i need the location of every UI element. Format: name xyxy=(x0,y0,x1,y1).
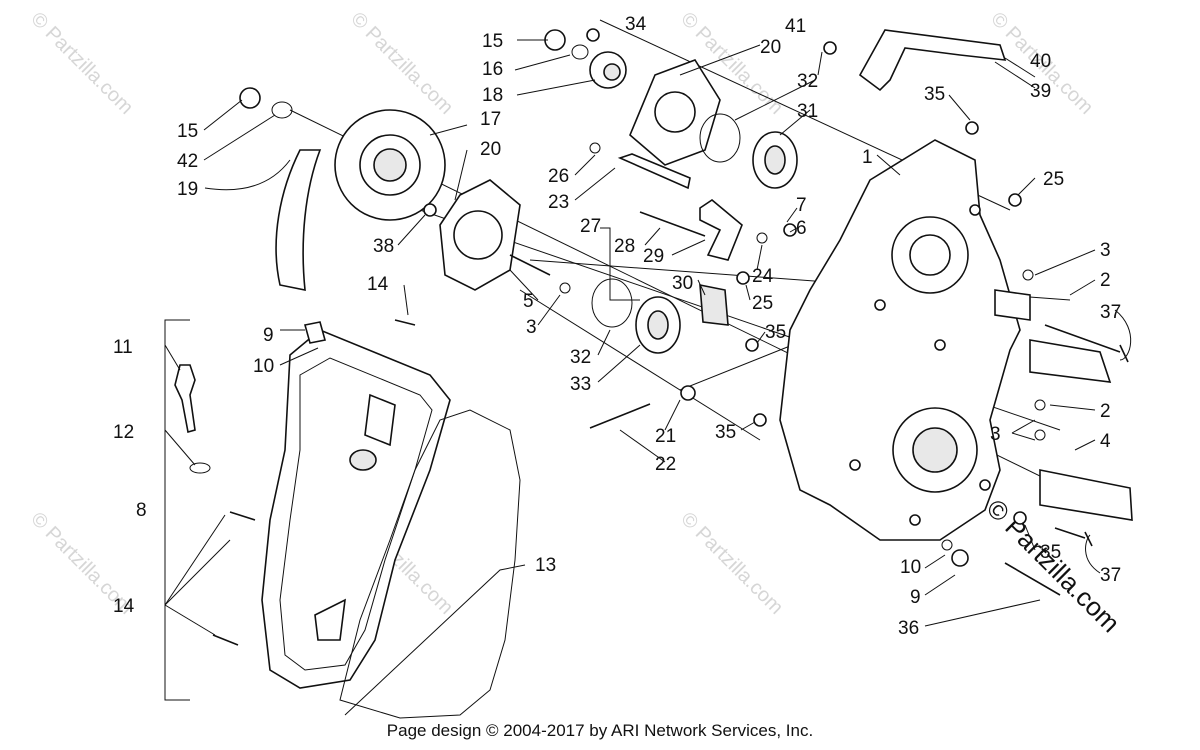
callout-labels: 1 2 2 3 3 3 4 5 6 7 8 9 9 10 10 11 12 13… xyxy=(113,14,1121,639)
callout-3: 3 xyxy=(990,424,1001,445)
callout-33: 33 xyxy=(570,374,591,395)
callout-5: 5 xyxy=(523,291,534,312)
callout-12: 12 xyxy=(113,422,134,443)
callout-29: 29 xyxy=(643,246,664,267)
callout-4: 4 xyxy=(1100,431,1111,452)
callout-10: 10 xyxy=(253,356,274,377)
callout-39: 39 xyxy=(1030,81,1051,102)
callout-18: 18 xyxy=(482,85,503,106)
callout-23: 23 xyxy=(548,192,569,213)
callout-7: 7 xyxy=(796,195,807,216)
callout-24: 24 xyxy=(752,266,774,287)
callout-31: 31 xyxy=(797,101,818,122)
callout-11: 11 xyxy=(113,337,133,358)
callout-1: 1 xyxy=(862,147,873,168)
parts-drawing xyxy=(164,19,1133,719)
callout-3: 3 xyxy=(1100,240,1111,261)
callout-17: 17 xyxy=(480,109,501,130)
callout-30: 30 xyxy=(672,273,693,294)
callout-37: 37 xyxy=(1100,565,1121,586)
callout-34: 34 xyxy=(625,14,647,35)
watermark: © Partzilla.com xyxy=(26,8,137,119)
callout-38: 38 xyxy=(373,236,394,257)
callout-20: 20 xyxy=(760,37,781,58)
callout-13: 13 xyxy=(535,555,556,576)
watermark: © Partzilla.com xyxy=(346,8,457,119)
callout-32: 32 xyxy=(797,71,818,92)
callout-35: 35 xyxy=(924,84,945,105)
watermark: © Partzilla.com xyxy=(676,508,787,619)
callout-14: 14 xyxy=(367,274,389,295)
callout-22: 22 xyxy=(655,454,676,475)
callout-21: 21 xyxy=(655,426,676,447)
callout-25: 25 xyxy=(1043,169,1064,190)
callout-37: 37 xyxy=(1100,302,1121,323)
callout-19: 19 xyxy=(177,179,198,200)
copyright-footer: Page design © 2004-2017 by ARI Network S… xyxy=(386,721,814,740)
callout-15: 15 xyxy=(482,31,503,52)
callout-41: 41 xyxy=(785,16,806,37)
callout-2: 2 xyxy=(1100,270,1111,291)
callout-14: 14 xyxy=(113,596,135,617)
callout-25: 25 xyxy=(752,293,773,314)
callout-36: 36 xyxy=(898,618,919,639)
callout-10: 10 xyxy=(900,557,921,578)
callout-42: 42 xyxy=(177,151,198,172)
callout-35: 35 xyxy=(1040,542,1061,563)
callout-26: 26 xyxy=(548,166,569,187)
callout-6: 6 xyxy=(796,218,807,239)
callout-3: 3 xyxy=(526,317,537,338)
callout-9: 9 xyxy=(263,325,274,346)
callout-15: 15 xyxy=(177,121,198,142)
callout-9: 9 xyxy=(910,587,921,608)
callout-35: 35 xyxy=(715,422,736,443)
callout-40: 40 xyxy=(1030,51,1051,72)
callout-28: 28 xyxy=(614,236,635,257)
callout-20: 20 xyxy=(480,139,501,160)
callout-27: 27 xyxy=(580,216,601,237)
callout-35: 35 xyxy=(765,322,786,343)
callout-2: 2 xyxy=(1100,401,1111,422)
callout-8: 8 xyxy=(136,500,147,521)
callout-16: 16 xyxy=(482,59,503,80)
callout-32: 32 xyxy=(570,347,591,368)
